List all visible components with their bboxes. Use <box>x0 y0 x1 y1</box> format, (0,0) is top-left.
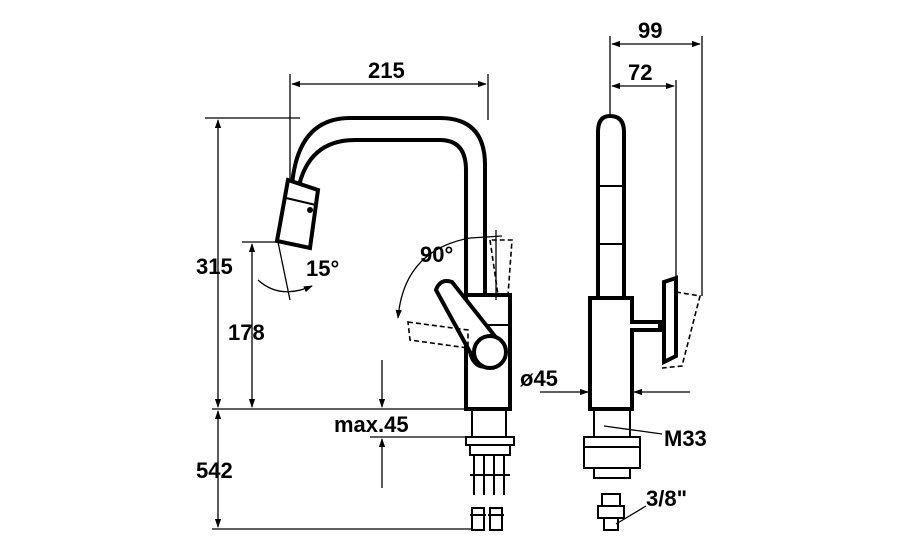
front-shank <box>471 408 507 438</box>
label-max-45: max.45 <box>334 412 409 437</box>
label-178: 178 <box>228 320 265 345</box>
label-72: 72 <box>628 60 652 85</box>
front-view: 215 315 178 542 15° 90° max.45 <box>196 58 515 531</box>
label-315: 315 <box>196 254 233 279</box>
angle-arc-90 <box>395 235 503 319</box>
label-542: 542 <box>196 458 233 483</box>
angle-arc-15 <box>257 279 313 293</box>
side-view: 99 72 ø45 M33 3/8" <box>520 18 707 531</box>
front-spray-head <box>274 177 321 251</box>
label-3-8-inch: 3/8" <box>646 486 687 511</box>
label-m33: M33 <box>664 426 707 451</box>
label-diameter-45: ø45 <box>520 366 558 391</box>
side-connection-fitting <box>597 493 625 531</box>
side-lever-alt <box>661 291 701 369</box>
label-15-deg: 15° <box>306 256 339 281</box>
side-shank <box>593 408 631 438</box>
front-lever-alt-down <box>407 321 469 349</box>
label-90-deg: 90° <box>420 242 453 267</box>
front-lever-alt-up <box>489 239 513 296</box>
side-spout <box>596 113 626 300</box>
side-lever <box>662 275 678 366</box>
label-215: 215 <box>368 58 405 83</box>
label-99: 99 <box>638 18 662 43</box>
front-hose-fittings <box>470 507 504 531</box>
side-mount-nut <box>583 446 641 469</box>
